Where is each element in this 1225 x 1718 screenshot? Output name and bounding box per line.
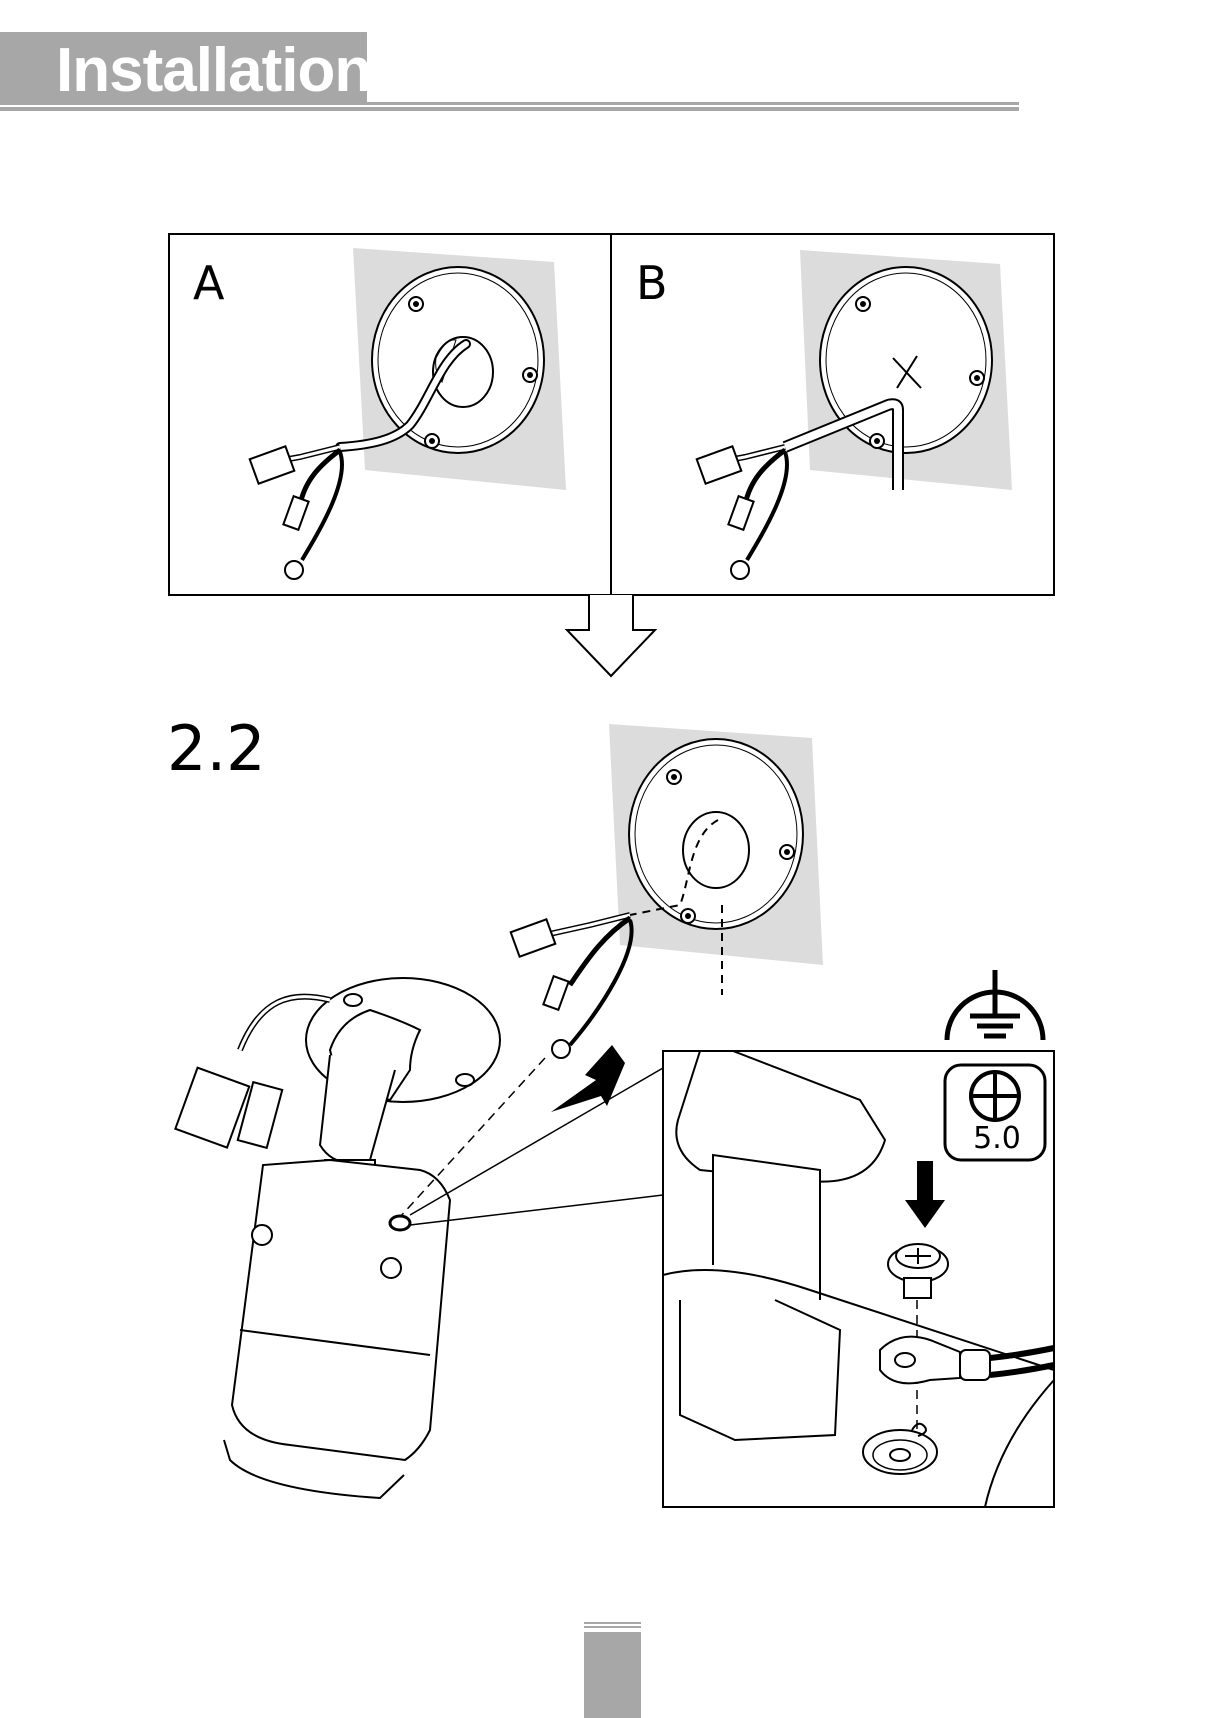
step-number: 2.2 bbox=[167, 714, 266, 784]
ground-symbol-icon bbox=[947, 970, 1043, 1040]
phillips-screwdriver-icon bbox=[971, 1072, 1019, 1120]
detail-inset bbox=[663, 1051, 1054, 1507]
footer-rule bbox=[584, 1622, 641, 1628]
down-arrow-icon bbox=[567, 595, 655, 676]
panel-b-illustration bbox=[697, 250, 1012, 579]
torque-value: 5.0 bbox=[947, 1122, 1047, 1156]
camera-illustration bbox=[175, 978, 500, 1498]
panel-a-illustration bbox=[250, 248, 566, 579]
panel-a-label: A bbox=[193, 258, 224, 308]
panel-b-label: B bbox=[636, 258, 668, 308]
step-wall-plate bbox=[511, 724, 823, 1058]
footer-page-tab bbox=[584, 1632, 641, 1718]
